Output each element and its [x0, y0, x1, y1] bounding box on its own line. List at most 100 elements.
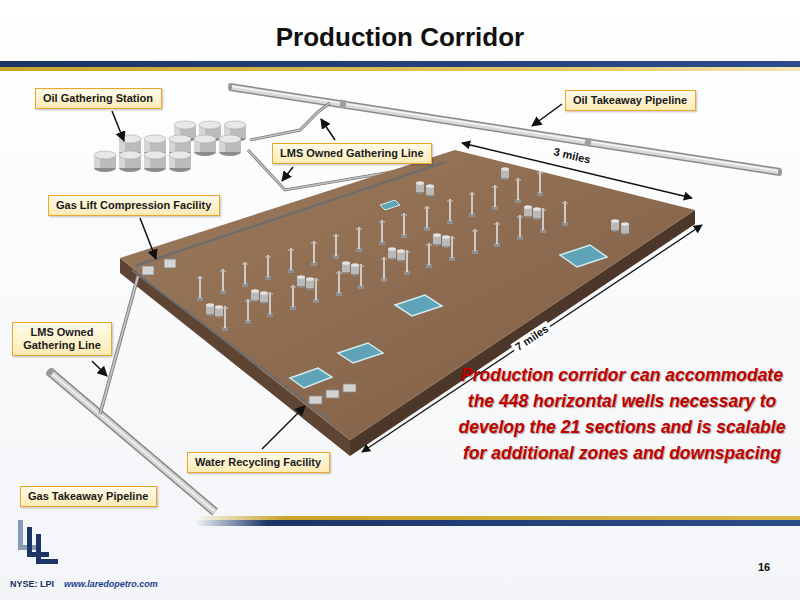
tank: [524, 205, 532, 218]
recycling-unit: [343, 384, 356, 392]
logo-mark: [36, 534, 58, 564]
callout-box: Oil Gathering Station: [35, 88, 162, 109]
oil-gathering-station: [94, 121, 246, 172]
tank: [260, 291, 268, 304]
header-band: [0, 67, 800, 71]
water-pond: [560, 245, 607, 267]
well-rows: [197, 171, 568, 331]
pipe: [230, 87, 780, 172]
pipe: [230, 86, 780, 171]
water-pond: [290, 200, 607, 388]
leader-arrow: [321, 119, 335, 140]
water-pond: [395, 295, 442, 316]
callout-text: Oil Takeaway Pipeline: [573, 94, 688, 107]
wellhead: [404, 250, 410, 275]
leader-arrow: [532, 104, 562, 126]
header-band: [0, 61, 800, 67]
tank: [215, 305, 223, 318]
water-pond: [290, 368, 332, 388]
callout-box: Gas Takeaway Pipeline: [20, 486, 157, 507]
wellhead: [515, 178, 521, 203]
callout-box: LMS Owned Gathering Line: [272, 143, 432, 164]
recycling-unit: [309, 396, 322, 404]
leader-arrow: [140, 218, 156, 259]
wellhead: [472, 229, 478, 254]
compressor: [142, 266, 154, 275]
storage-tank: [219, 135, 241, 156]
tank: [416, 181, 424, 194]
storage-tank: [119, 151, 141, 172]
tank: [306, 277, 314, 290]
wellhead: [494, 222, 500, 247]
pipe-joint: [339, 100, 346, 109]
callout-box: LMS Owned Gathering Line: [12, 322, 112, 356]
leader-arrow: [92, 361, 107, 376]
gathering-line: [250, 103, 330, 140]
wellhead: [356, 227, 362, 252]
gathering-line: [250, 103, 330, 140]
wellhead: [358, 264, 364, 289]
tank: [251, 289, 259, 302]
dimension-line: [462, 143, 692, 198]
pipe-cap: [778, 168, 782, 176]
ticker-label: NYSE: LPI: [10, 579, 54, 590]
wellhead: [290, 285, 296, 310]
gas-lift-compressors: [142, 259, 176, 275]
wellhead: [267, 292, 273, 317]
wellhead: [426, 243, 432, 268]
tank: [442, 235, 450, 248]
leader-arrow: [112, 111, 124, 141]
tank: [426, 184, 434, 197]
storage-tank: [94, 151, 116, 172]
tank: [206, 303, 214, 316]
website-label: www.laredopetro.com: [64, 579, 158, 590]
tank: [501, 167, 509, 180]
wellhead: [220, 269, 226, 294]
tank: [342, 261, 350, 274]
wellhead: [447, 199, 453, 224]
tank: [533, 207, 541, 220]
wellhead: [197, 276, 203, 301]
wellhead: [242, 262, 248, 287]
water-recycling-units: [309, 384, 356, 404]
wellhead: [540, 208, 546, 233]
wellhead: [449, 236, 455, 261]
wellhead: [537, 171, 543, 196]
pad-pipe: [132, 270, 330, 420]
pipe-joint: [584, 138, 591, 147]
storage-tank: [169, 151, 191, 172]
storage-tank: [144, 151, 166, 172]
callout-text: LMS Owned Gathering Line: [280, 147, 424, 160]
tank: [621, 222, 629, 235]
wellhead: [424, 206, 430, 231]
tank: [433, 233, 441, 246]
tank: [397, 249, 405, 262]
wellhead: [288, 248, 294, 273]
dimension-label: 7 miles: [510, 321, 553, 356]
wellhead: [265, 255, 271, 280]
tank: [297, 275, 305, 288]
wellhead: [562, 201, 568, 226]
page-number: 16: [758, 561, 770, 574]
pipe: [230, 87, 780, 172]
wellhead: [311, 241, 317, 266]
callout-box: Oil Takeaway Pipeline: [565, 90, 696, 111]
wellhead: [492, 185, 498, 210]
wellhead: [333, 234, 339, 259]
footer-band: [195, 516, 800, 520]
water-pond: [380, 200, 400, 210]
wellhead: [381, 257, 387, 282]
callout-box: Water Recycling Facility: [187, 452, 330, 473]
wellhead: [517, 215, 523, 240]
tank: [388, 247, 396, 260]
pad-tanks: [206, 167, 629, 318]
tank: [351, 263, 359, 276]
wellhead: [401, 213, 407, 238]
water-pond: [338, 343, 383, 363]
callout-box: Gas Lift Compression Facility: [48, 195, 220, 216]
recycling-unit: [326, 390, 339, 398]
callout-text: Water Recycling Facility: [195, 456, 322, 469]
footer-band: [195, 520, 800, 526]
